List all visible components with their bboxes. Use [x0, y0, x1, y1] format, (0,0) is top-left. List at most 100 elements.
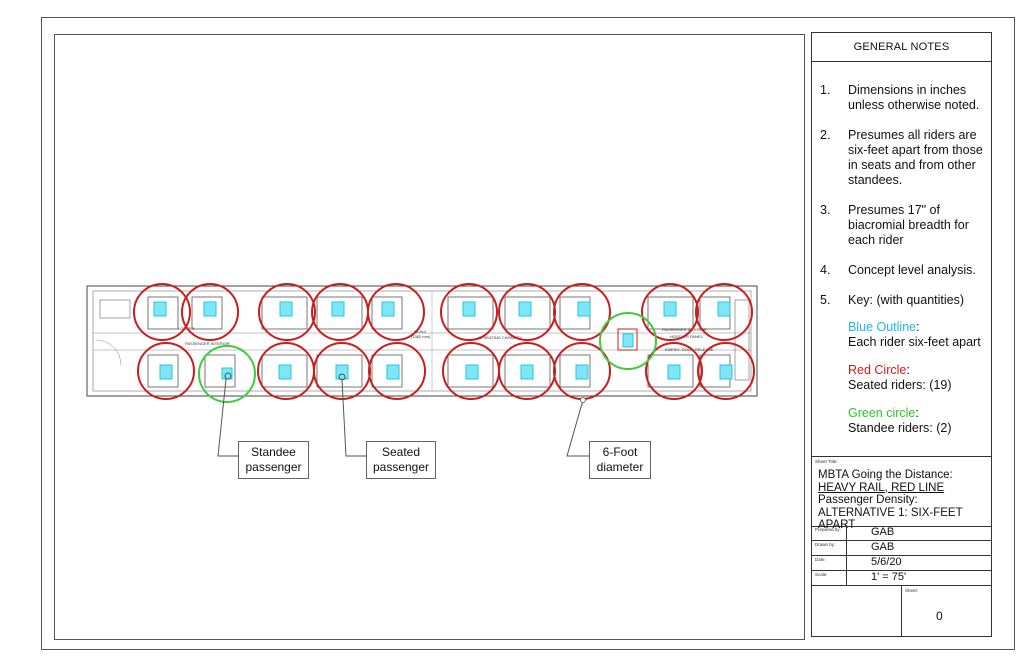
general-notes-header: GENERAL NOTES: [812, 33, 991, 62]
note-item: 2. Presumes all riders are six-feet apar…: [820, 128, 992, 188]
seat-block: [447, 354, 494, 388]
drawn-by-value: GAB: [871, 541, 895, 553]
seat-block: [447, 296, 494, 330]
seated-circle: [695, 283, 753, 341]
seated-callout-line1: Seated: [381, 445, 421, 459]
standee-leader: [217, 378, 238, 457]
seat-block: [204, 354, 236, 388]
hostler-label: HOSTLER PANEL: [670, 334, 704, 339]
seated-circle: [367, 283, 425, 341]
standee-callout-line1: Standee: [251, 445, 296, 459]
note-text: Dimensions in inches unless otherwise no…: [848, 83, 980, 112]
person-top-view-icon: [663, 301, 677, 317]
note-number: 5.: [820, 293, 831, 307]
seat-block: [504, 296, 551, 330]
note-item: 4. Concept level analysis.: [820, 263, 992, 278]
key-red-title: Red Circle:: [848, 363, 910, 377]
note-number: 4.: [820, 263, 831, 277]
sheet-title: MBTA Going the Distance: HEAVY RAIL, RED…: [818, 469, 991, 532]
person-top-view-icon: [203, 301, 217, 317]
seated-circle: [641, 283, 699, 341]
cab-panel-right: [734, 299, 750, 381]
date-value: 5/6/20: [871, 556, 902, 568]
sheet-title-line3: Passenger Density:: [818, 494, 918, 506]
note-text: Presumes 17" of biacromial breadth for e…: [848, 203, 969, 247]
person-top-view-icon: [331, 301, 345, 317]
sheet-number-box: Sheet: 0: [812, 585, 991, 637]
general-notes-list: 1. Dimensions in inches unless otherwise…: [820, 83, 992, 436]
car-body-outline: [86, 285, 758, 397]
scale-row: Scale: 1' = 75': [812, 570, 991, 586]
seat-block: [371, 296, 403, 330]
seated-circle: [258, 283, 316, 341]
key-green-desc: Standee riders: (2): [848, 421, 952, 435]
seat-block: [147, 354, 179, 388]
seated-circle: [553, 283, 611, 341]
seat-block: [316, 296, 363, 330]
seat-block: [504, 354, 551, 388]
note-number: 3.: [820, 203, 831, 217]
key-blue-title: Blue Outline:: [848, 320, 920, 334]
diameter-callout-line2: diameter: [596, 460, 644, 474]
seated-rider-circles: [133, 283, 755, 400]
person-top-view-icon: [717, 301, 731, 317]
drawn-by-row: Drawn by: GAB: [812, 540, 991, 556]
person-top-view-icon: [381, 301, 395, 317]
note-number: 1.: [820, 83, 831, 97]
seat-block: [647, 296, 694, 330]
seated-circle: [181, 283, 239, 341]
note-item: 5. Key: (with quantities): [820, 293, 992, 308]
standee-callout: Standee passenger: [238, 441, 309, 479]
dimension-label: 53.8±2: [414, 329, 427, 334]
seated-circle: [133, 283, 191, 341]
drawing-sheet-border: [41, 17, 1015, 650]
seated-circle: [440, 283, 498, 341]
key-red-desc: Seated riders: (19): [848, 378, 952, 392]
standee-rider-circles: [198, 312, 657, 403]
person-top-view-icon: [518, 301, 532, 317]
seat-block: [147, 296, 179, 330]
cab-panel-left: [99, 299, 131, 319]
sheet-label: Sheet:: [905, 588, 919, 593]
seat-block: [191, 296, 223, 330]
sheet-title-box: Sheet Title: MBTA Going the Distance: HE…: [812, 456, 991, 531]
seat-block: [559, 354, 591, 388]
person-top-view-icon: [279, 301, 293, 317]
date-row: Date: 5/6/20: [812, 555, 991, 571]
seated-callout-line2: passenger: [372, 460, 430, 474]
car-inner-wall: [92, 290, 752, 392]
person-top-view-icon: [153, 301, 167, 317]
seat-block: [371, 354, 403, 388]
note-item: 1. Dimensions in inches unless otherwise…: [820, 83, 992, 113]
seat-block: [261, 296, 308, 330]
seated-leader: [341, 379, 366, 457]
person-top-view-icon: [386, 364, 400, 380]
emerg-label: EMERG. DOOR RELEASE: [665, 347, 714, 352]
person-top-view-icon: [462, 301, 476, 317]
interior-label-right: PASSENGER INTERIOR: [662, 327, 707, 332]
rider-markers: [153, 301, 733, 380]
seat-block: [261, 354, 308, 388]
key-green-title: Green circle:: [848, 406, 919, 420]
note-text: Key: (with quantities): [848, 293, 965, 307]
sheet-number: 0: [936, 609, 943, 623]
note-number: 2.: [820, 128, 831, 142]
sheet-title-line1: MBTA Going the Distance:: [818, 469, 953, 481]
standee-callout-line2: passenger: [245, 460, 302, 474]
dimension-sub-label: (1362 mm): [411, 334, 431, 339]
person-top-view-icon: [278, 364, 292, 380]
person-top-view-icon: [575, 364, 589, 380]
person-top-view-icon: [335, 364, 349, 380]
scale-value: 1' = 75': [871, 571, 907, 583]
seated-circle: [137, 342, 195, 400]
diameter-leader-dot: [580, 397, 586, 403]
door-swing-left: [95, 339, 122, 366]
diameter-callout-line1: 6-Foot: [602, 445, 638, 459]
note-text: Concept level analysis.: [848, 263, 976, 277]
sheet-title-line4: ALTERNATIVE 1: SIX-FEET APART: [818, 506, 963, 532]
person-top-view-icon: [465, 364, 479, 380]
sheet-title-line2: HEAVY RAIL, RED LINE: [818, 481, 945, 494]
seated-circle: [697, 342, 755, 400]
person-top-view-icon: [719, 364, 733, 380]
